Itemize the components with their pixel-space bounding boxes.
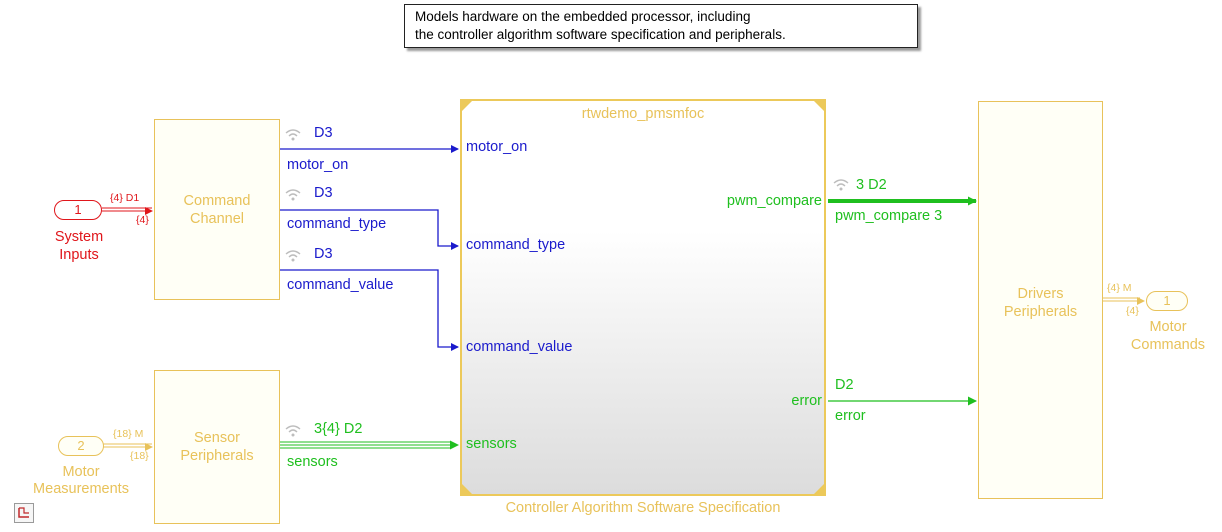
label-line: Sensor — [194, 430, 240, 446]
signal-name-label: motor_on — [287, 157, 349, 173]
corner-marker — [462, 484, 472, 494]
controller-input-sensors: sensors — [466, 436, 517, 452]
outport-motor-commands[interactable]: 1 — [1146, 291, 1188, 311]
annotation-box: Models hardware on the embedded processo… — [404, 4, 918, 48]
wireless-signal-icon — [285, 425, 301, 437]
dimension-label: {4} — [1126, 305, 1139, 317]
signal-width: 3 — [934, 208, 943, 224]
command-channel-block[interactable]: Command Channel — [154, 119, 280, 300]
controller-caption: Controller Algorithm Software Specificat… — [505, 500, 781, 516]
signal-name: pwm_compare — [835, 208, 931, 224]
inport-motor-measurements-label: Motor Measurements — [22, 464, 140, 498]
annotation-line-2: the controller algorithm software specif… — [415, 27, 786, 42]
controller-output-error: error — [791, 393, 822, 409]
controller-algorithm-block[interactable] — [460, 99, 826, 496]
label-line: Command — [183, 193, 251, 209]
corner-marker — [814, 101, 824, 111]
sensor-peripherals-block[interactable]: Sensor Peripherals — [154, 370, 280, 524]
signal-name-label: pwm_compare 3 — [835, 208, 942, 224]
label-line: Measurements — [33, 481, 129, 497]
signal-rate-label: D3 — [314, 125, 333, 141]
wire-command-type — [280, 209, 459, 250]
dimension-label: {18} M — [113, 428, 144, 440]
inport-number: 1 — [74, 202, 82, 217]
outport-number: 1 — [1163, 293, 1171, 308]
signal-rate-label: D3 — [314, 246, 333, 262]
command-channel-label: Command Channel — [155, 192, 279, 228]
sensor-peripherals-label: Sensor Peripherals — [155, 429, 279, 465]
signal-rate-label: D3 — [314, 185, 333, 201]
hierarchy-corner-icon[interactable] — [14, 503, 34, 523]
drivers-peripherals-label: Drivers Peripherals — [979, 285, 1102, 321]
corner-marker — [462, 101, 472, 111]
inport-motor-measurements[interactable]: 2 — [58, 436, 104, 456]
dimension-label: {4} M — [1107, 282, 1132, 294]
label-line: Motor — [62, 464, 100, 480]
label-line: Peripherals — [180, 448, 254, 464]
controller-input-command-type: command_type — [466, 237, 566, 253]
outport-motor-commands-label: Motor Commands — [1116, 318, 1220, 354]
annotation-line-1: Models hardware on the embedded processo… — [415, 9, 751, 24]
signal-name-label: error — [835, 408, 866, 424]
signal-rate-label: D2 — [835, 377, 854, 393]
label-line: System — [54, 229, 104, 245]
wire-command-value — [280, 269, 459, 351]
wireless-signal-icon — [833, 179, 849, 191]
wireless-signal-icon — [285, 250, 301, 262]
signal-rate-label: 3 D2 — [856, 177, 887, 193]
inport-number: 2 — [77, 438, 85, 453]
wireless-signal-icon — [285, 189, 301, 201]
label-line: Inputs — [59, 247, 99, 263]
model-reference-name: rtwdemo_pmsmfoc — [581, 106, 705, 122]
dimension-label: {18} — [130, 450, 149, 462]
signal-name-label: command_value — [287, 277, 394, 293]
drivers-peripherals-block[interactable]: Drivers Peripherals — [978, 101, 1103, 499]
label-line: Drivers — [1017, 286, 1064, 302]
dimension-label: {4} — [136, 214, 149, 226]
signal-name-label: command_type — [287, 216, 387, 232]
signal-rate-label: 3{4} D2 — [314, 421, 363, 437]
label-line: Channel — [189, 211, 244, 227]
wireless-signal-icon — [285, 129, 301, 141]
controller-output-pwm-compare: pwm_compare — [726, 193, 822, 209]
label-line: Peripherals — [1003, 304, 1078, 320]
label-line: Motor — [1149, 319, 1187, 335]
label-line: Commands — [1130, 337, 1206, 353]
signal-name-label: sensors — [287, 454, 338, 470]
corner-marker — [814, 484, 824, 494]
controller-input-motor-on: motor_on — [466, 139, 528, 155]
inport-system-inputs-label: System Inputs — [44, 228, 114, 264]
dimension-label: {4} D1 — [110, 192, 140, 204]
controller-input-command-value: command_value — [466, 339, 573, 355]
inport-system-inputs[interactable]: 1 — [54, 200, 102, 220]
